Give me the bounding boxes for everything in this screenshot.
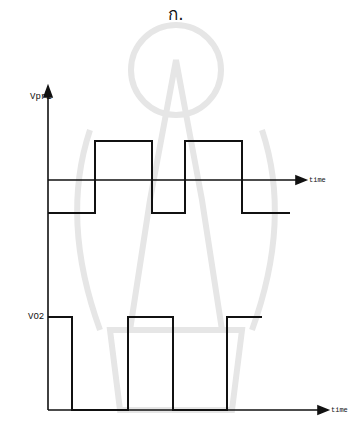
watermark xyxy=(77,25,275,410)
signal-name: Vpri xyxy=(30,93,52,102)
time-axis xyxy=(48,179,298,181)
axis-label: time xyxy=(331,407,348,414)
axis-arrowhead xyxy=(318,406,328,414)
signal-name: VO2 xyxy=(28,313,44,322)
square-wave xyxy=(48,141,290,213)
pulse-wave xyxy=(48,317,262,410)
axis-label: time xyxy=(309,177,326,184)
figure-title: ก. xyxy=(168,6,183,23)
vertical-axis xyxy=(47,90,49,410)
axis-arrowhead xyxy=(296,176,306,184)
